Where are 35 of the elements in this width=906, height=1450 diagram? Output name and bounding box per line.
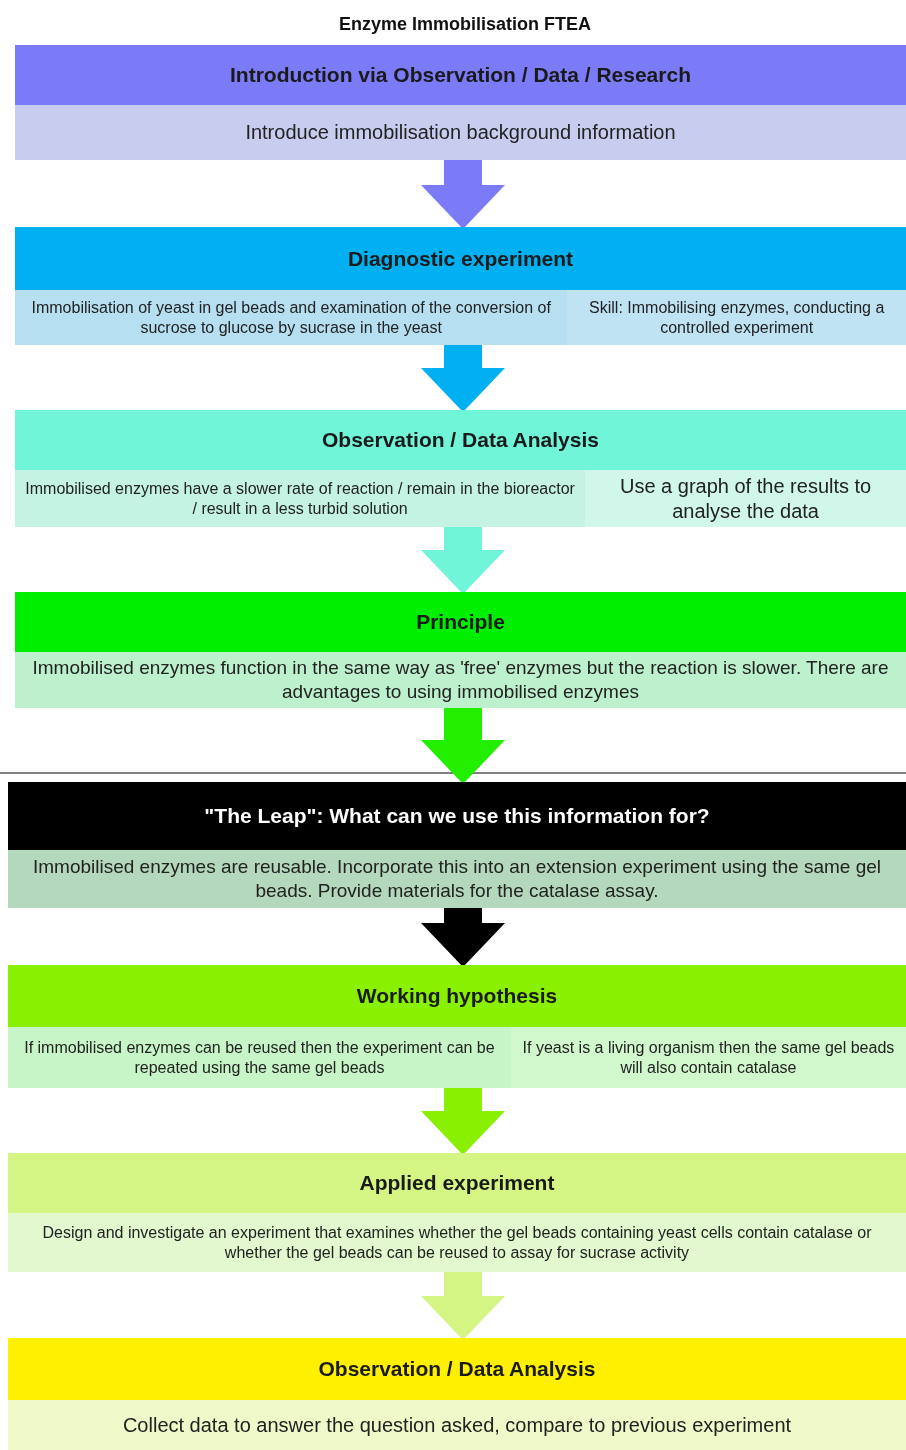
arrow — [421, 908, 505, 967]
arrow — [421, 708, 505, 784]
stage-description: Skill: Immobilising enzymes, conducting a controlled experiment — [567, 290, 906, 345]
stage-heading: Introduction via Observation / Data / Research — [15, 45, 906, 105]
stage-card — [8, 1153, 906, 1272]
stage-heading: "The Leap": What can we use this information for? — [8, 782, 906, 850]
arrow — [421, 1088, 505, 1155]
stage-heading: Observation / Data Analysis — [8, 1338, 906, 1400]
stage-card — [8, 782, 906, 908]
stage-description: Immobilised enzymes function in the same way as 'free' enzymes but the reaction is slower. There are advantages to using immobilised enzymes — [15, 652, 906, 708]
stage-card — [15, 227, 906, 345]
stage-description: Design and investigate an experiment that examines whether the gel beads containing yeast cells contain catalase or whether the gel beads can be reused to assay for sucrase activity — [8, 1213, 906, 1272]
stage-description: Immobilised enzymes are reusable. Incorporate this into an extension experiment using the same gel beads. Provide materials for the catalase assay. — [8, 850, 906, 908]
stage-description: Use a graph of the results to analyse the data — [585, 470, 906, 527]
stage-heading: Observation / Data Analysis — [15, 410, 906, 470]
stage-heading: Applied experiment — [8, 1153, 906, 1213]
stage-card — [15, 592, 906, 708]
stage-description: Immobilisation of yeast in gel beads and examination of the conversion of sucrose to glucose by sucrase in the yeast — [15, 290, 568, 345]
stage-description: Introduce immobilisation background information — [15, 105, 906, 160]
stage-description: If yeast is a living organism then the same gel beads will also contain catalase — [510, 1027, 906, 1088]
stage-heading: Working hypothesis — [8, 965, 906, 1027]
stage-card — [15, 410, 906, 527]
stage-card — [8, 1338, 906, 1450]
arrow — [421, 160, 505, 229]
diagram-title: Enzyme Immobilisation FTEA — [337, 14, 592, 35]
stage-card — [8, 965, 906, 1088]
arrow — [421, 527, 505, 594]
stage-description: If immobilised enzymes can be reused then the experiment can be repeated using the same gel beads — [8, 1027, 511, 1088]
arrow — [421, 345, 505, 412]
stage-description: Immobilised enzymes have a slower rate of reaction / remain in the bioreactor / result in a less turbid solution — [15, 470, 586, 527]
stage-heading: Principle — [15, 592, 906, 652]
stage-heading: Diagnostic experiment — [15, 227, 906, 290]
stage-card — [15, 45, 906, 160]
arrow — [421, 1272, 505, 1340]
stage-description: Collect data to answer the question asked, compare to previous experiment — [8, 1400, 906, 1450]
